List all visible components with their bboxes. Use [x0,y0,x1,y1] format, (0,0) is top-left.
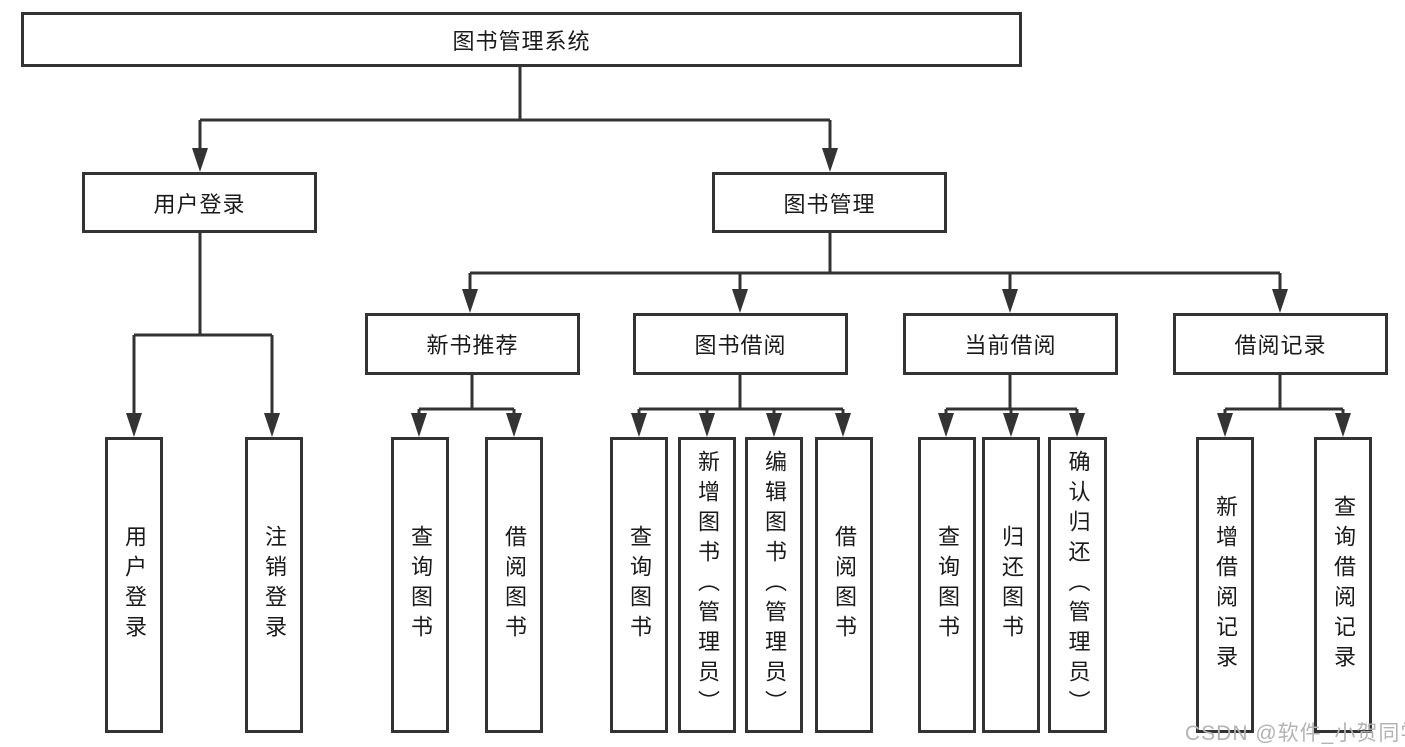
connector-current-borrow [944,375,1079,416]
watermark: CSDN @软件_小贺同学 [1185,722,1405,745]
node-current-borrow: 当前借阅 [903,313,1118,375]
arrow-icon [732,289,748,313]
arrow-icon [1217,413,1233,437]
arrow-icon [1272,289,1288,313]
node-new-book-recommend: 新书推荐 [365,313,580,375]
node-book-borrow: 图书借阅 [633,313,848,375]
connector-borrow-records [1223,375,1345,416]
node-root: 图书管理系统 [21,12,1022,67]
arrow-icon [192,148,208,172]
arrow-icon [506,413,522,437]
arrow-icon [1069,413,1085,437]
node-user-login: 用户登录 [82,172,317,233]
leaf-query-borrow-record: 查询借阅记录 [1314,437,1372,733]
connector-new-book [417,375,516,416]
arrow-icon [938,413,954,437]
leaf-query-books-current: 查询图书 [918,437,976,733]
leaf-return-book: 归还图书 [982,437,1040,733]
leaf-edit-book-admin: 编辑图书（管理员） [745,437,803,733]
arrow-icon [1335,413,1351,437]
leaf-add-borrow-record: 新增借阅记录 [1196,437,1254,733]
node-book-management: 图书管理 [712,172,947,233]
arrow-icon [462,289,478,313]
leaf-logout: 注销登录 [245,437,303,733]
leaf-user-login: 用户登录 [105,437,163,733]
connector-user-login [132,233,274,416]
arrow-icon [822,148,838,172]
arrow-icon [835,413,851,437]
leaf-add-book-admin: 新增图书（管理员） [678,437,736,733]
connector-book-management [468,233,1282,292]
arrow-icon [1003,413,1019,437]
leaf-query-books-recommend: 查询图书 [391,437,449,733]
arrow-icon [411,413,427,437]
connector-root [198,67,832,152]
leaf-confirm-return-admin: 确认归还（管理员） [1048,437,1107,733]
arrow-icon [126,413,142,437]
leaf-borrow-books-recommend: 借阅图书 [485,437,543,733]
arrow-icon [631,413,647,437]
node-borrow-records: 借阅记录 [1173,313,1388,375]
arrow-icon [1002,289,1018,313]
arrow-icon [699,413,715,437]
leaf-borrow-books: 借阅图书 [815,437,873,733]
leaf-query-books-borrow: 查询图书 [610,437,668,733]
arrow-icon [264,413,280,437]
arrowheads [126,148,1351,437]
connector-book-borrow [637,375,845,416]
arrow-icon [766,413,782,437]
